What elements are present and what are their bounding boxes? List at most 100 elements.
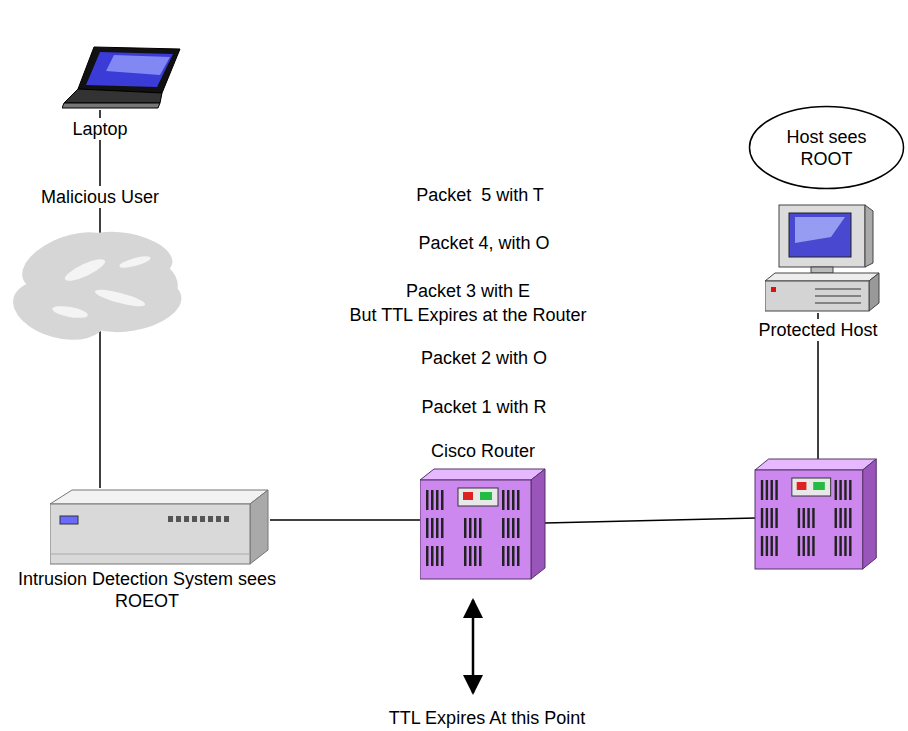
router-vent [507,518,510,538]
device-front [50,504,250,564]
laptop-screen-frame [78,47,180,93]
router-vent [474,546,477,566]
router-vent [839,536,841,556]
router-vent [835,480,837,500]
router-vent [426,518,429,538]
monitor-body [779,205,865,267]
router-front [755,470,863,569]
router-vent [766,536,768,556]
network-wire [545,518,756,523]
router-vent [771,536,773,556]
router-vent [502,546,505,566]
router-vent [431,546,434,566]
packet-label: But TTL Expires at the Router [349,304,586,326]
internet-cloud [6,220,186,349]
router-vent [844,480,846,500]
router-vent [803,536,805,556]
router-vent [849,508,851,528]
router-vent [807,508,809,528]
status-led [60,516,78,524]
router-vent [798,536,800,556]
router-vent [441,490,444,510]
router-vent [441,518,444,538]
drive-slot [815,289,861,290]
node-outline [765,203,880,313]
router-symbol [755,459,876,569]
port-light [208,516,213,522]
network-link [270,519,420,521]
packet-label: Packet 3 with E [406,280,530,302]
router-side [531,469,545,579]
laptop-icon: Laptop [62,45,182,110]
packet-label: Packet 2 with O [421,347,547,369]
router-red-light [463,492,473,500]
router-vent [441,546,444,566]
router-vent [426,546,429,566]
router-vent [502,490,505,510]
router-vent [431,490,434,510]
port-light [224,516,229,522]
router-vent [469,518,472,538]
router-vent [517,518,520,538]
node-label: Protected Host [755,319,880,341]
actor-label: Malicious User [38,186,162,208]
router-vent [512,518,515,538]
router-vent [839,508,841,528]
router-vent [479,546,482,566]
monitor-glare [795,217,845,243]
device-trim [50,554,250,555]
cpu-front [765,281,869,311]
router-vent [844,536,846,556]
cpu-top [765,273,879,281]
host-computer: Protected Host [765,203,880,313]
annotation-note: TTL Expires At this Point [389,707,585,729]
router-vent [839,480,841,500]
router-vent [812,508,814,528]
router-vent [849,480,851,500]
router-top [420,469,545,480]
router-vent [431,518,434,538]
router-vent [775,480,777,500]
router-vent [464,518,467,538]
router-vent [775,508,777,528]
router-display [792,478,831,496]
router-vent [517,490,520,510]
node-outline [420,468,546,580]
router-vent [512,546,515,566]
router-front [420,480,531,579]
packet-label: Packet 4, with O [418,232,549,254]
cpu-side [869,273,879,311]
drive-slot [815,303,861,304]
drive-slot [815,296,861,297]
router-vent [761,508,763,528]
router-green-light [813,482,825,490]
router-vent [761,480,763,500]
node-label: Host sees ROOT [777,126,877,170]
router-vent [761,536,763,556]
port-light [216,516,221,522]
router-red-light [797,482,807,490]
laptop-screen [86,52,173,87]
monitor-side [865,205,873,267]
port-light [168,516,173,522]
cloud-swirl [51,304,88,320]
double-arrow [472,600,475,693]
thought-ellipse [750,107,904,189]
router-vent [798,508,800,528]
power-light [771,287,776,292]
cloud-swirl [63,255,108,284]
node-outline [62,45,182,110]
node-outline [50,488,270,566]
device-side [250,490,268,564]
router-vent [771,508,773,528]
router-vent [775,536,777,556]
node-label: Cisco Router [431,440,535,462]
ids-device: Intrusion Detection System sees ROEOT [50,488,270,566]
router-vent [807,536,809,556]
router-vent [436,546,439,566]
router-vent [517,546,520,566]
router-vent [771,480,773,500]
monitor-stand [811,267,833,273]
router-vent [849,536,851,556]
router-green-light [480,492,492,500]
